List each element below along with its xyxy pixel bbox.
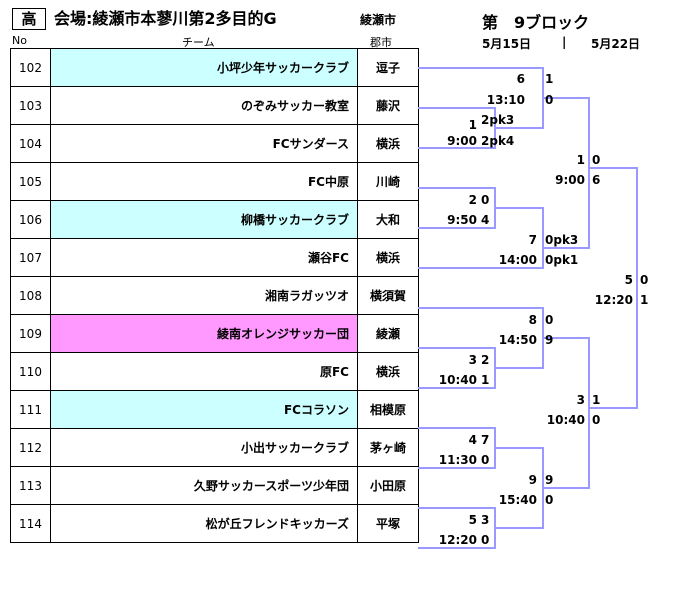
match-time: 10:40: [546, 413, 585, 427]
team-city: 大和: [357, 200, 419, 239]
team-city: 相模原: [357, 390, 419, 429]
team-number: 106: [10, 200, 51, 239]
team-name: 久野サッカースポーツ少年団: [50, 466, 358, 505]
block-title: 第 9ブロック: [482, 13, 590, 32]
team-number: 114: [10, 504, 51, 543]
date-separator: |: [562, 35, 567, 49]
match-score: 0pk1: [545, 253, 579, 267]
team-name: 湘南ラガッツオ: [50, 276, 358, 315]
match-score: 2pk3: [481, 113, 515, 127]
team-name: 柳橋サッカークラブ: [50, 200, 358, 239]
match-time: 12:20: [438, 533, 477, 547]
match-number: 8: [528, 313, 537, 327]
match-score: 0: [592, 153, 601, 167]
match-score: 7: [481, 433, 490, 447]
match-time: 15:40: [498, 493, 537, 507]
team-city: 川崎: [357, 162, 419, 201]
team-number: 103: [10, 86, 51, 125]
column-header-no: No: [12, 34, 27, 47]
team-number: 109: [10, 314, 51, 353]
match-time: 9:00: [555, 173, 585, 187]
date-second: 5月22日: [591, 37, 641, 51]
bracket-line: [495, 447, 544, 529]
match-number: 3: [468, 353, 477, 367]
date-first: 5月15日: [482, 37, 532, 51]
match-number: 9: [528, 473, 537, 487]
venue-city: 綾瀬市: [360, 13, 397, 27]
match-time: 13:10: [486, 93, 525, 107]
team-number: 110: [10, 352, 51, 391]
team-city: 横浜: [357, 238, 419, 277]
match-time: 11:30: [438, 453, 477, 467]
team-city: 茅ヶ崎: [357, 428, 419, 467]
match-time: 14:00: [498, 253, 537, 267]
venue-title: 会場:綾瀬市本蓼川第2多目的G: [54, 9, 277, 28]
team-name: 綾南オレンジサッカー団: [50, 314, 358, 353]
match-score: 0pk3: [545, 233, 579, 247]
column-header-team: チーム: [182, 36, 215, 49]
match-score: 1: [640, 293, 649, 307]
match-number: 6: [516, 72, 525, 86]
match-score: 2: [481, 353, 490, 367]
match-time: 14:50: [498, 333, 537, 347]
match-number: 7: [528, 233, 537, 247]
match-number: 1: [468, 118, 477, 132]
match-score: 0: [545, 313, 554, 327]
match-score: 0: [545, 493, 554, 507]
team-city: 小田原: [357, 466, 419, 505]
match-score: 0: [481, 193, 490, 207]
match-time: 9:50: [447, 213, 477, 227]
match-score: 0: [481, 453, 490, 467]
bracket-line: [589, 167, 638, 409]
match-score: 0: [592, 413, 601, 427]
match-time: 12:20: [594, 293, 633, 307]
team-name: FC中原: [50, 162, 358, 201]
match-score: 0: [640, 273, 649, 287]
match-score: 9: [545, 473, 554, 487]
match-number: 1: [576, 153, 585, 167]
match-score: 2pk4: [481, 134, 515, 148]
team-name: FCサンダース: [50, 124, 358, 163]
team-number: 112: [10, 428, 51, 467]
category-badge: 高: [12, 8, 46, 30]
team-name: 小坪少年サッカークラブ: [50, 48, 358, 87]
team-city: 横浜: [357, 352, 419, 391]
match-number: 5: [468, 513, 477, 527]
team-name: のぞみサッカー教室: [50, 86, 358, 125]
match-score: 1: [592, 393, 601, 407]
match-score: 3: [481, 513, 490, 527]
match-number: 4: [468, 433, 477, 447]
bracket-line: [543, 337, 590, 489]
match-score: 1: [545, 72, 554, 86]
match-score: 1: [481, 373, 490, 387]
match-time: 10:40: [438, 373, 477, 387]
bracket-line: [543, 97, 590, 249]
team-city: 平塚: [357, 504, 419, 543]
match-number: 2: [468, 193, 477, 207]
match-number: 3: [576, 393, 585, 407]
match-score: 0: [545, 93, 554, 107]
match-time: 9:00: [447, 134, 477, 148]
column-header-city: 郡市: [370, 36, 392, 49]
match-score: 6: [592, 173, 601, 187]
match-number: 5: [624, 273, 633, 287]
team-number: 111: [10, 390, 51, 429]
team-city: 横浜: [357, 124, 419, 163]
match-score: 4: [481, 213, 490, 227]
match-score: 9: [545, 333, 554, 347]
match-score: 0: [481, 533, 490, 547]
bracket-line: [418, 207, 544, 269]
